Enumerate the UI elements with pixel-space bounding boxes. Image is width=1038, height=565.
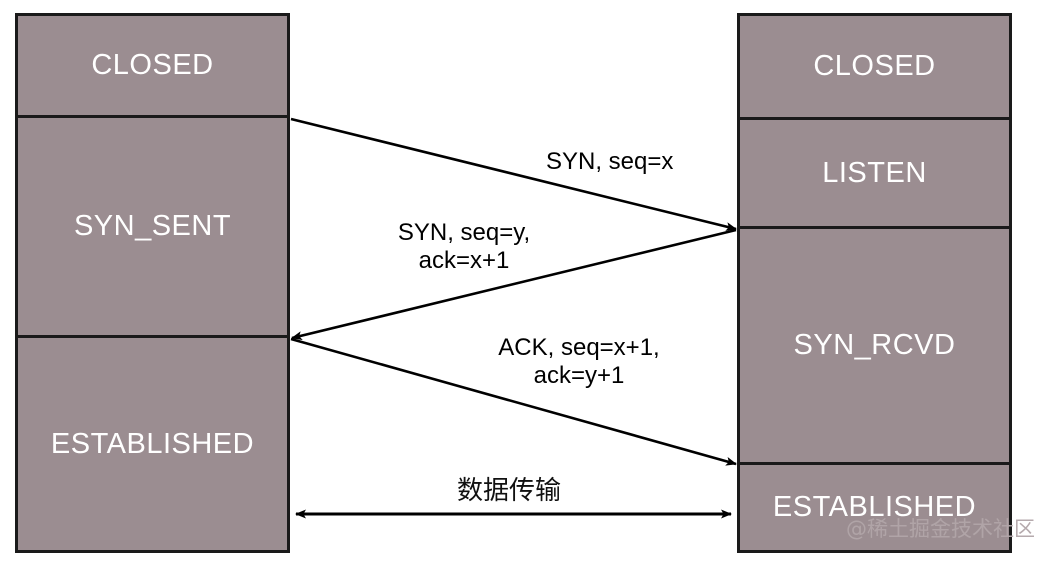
arrow-label-ack: ACK, seq=x+1,ack=y+1 [487,334,671,391]
arrow-label-ack-line1: ACK, seq=x+1, [498,334,660,361]
server-state-syn-rcvd-label: SYN_RCVD [793,329,956,361]
watermark: @稀土掘金技术社区 [846,517,1035,541]
client-state-syn-sent-label: SYN_SENT [73,210,232,242]
client-state-established-label: ESTABLISHED [50,427,255,460]
server-state-closed: CLOSED [737,13,1012,120]
server-state-closed-label: CLOSED [813,50,936,82]
arrow-label-data-transfer: 数据传输 [457,476,562,506]
server-state-established: ESTABLISHED [737,465,1012,553]
client-state-established: ESTABLISHED [15,338,290,553]
arrow-syn-ack [291,228,737,341]
arrow-label-syn-ack: SYN, seq=y,ack=x+1 [366,219,562,276]
arrow-ack [290,337,737,466]
server-state-listen: LISTEN [737,120,1012,229]
arrow-label-syn: SYN, seq=x [546,148,674,175]
arrow-label-syn-ack-line1: SYN, seq=y, [397,219,531,246]
server-state-established-label: ESTABLISHED [772,491,977,523]
server-state-syn-rcvd: SYN_RCVD [737,229,1012,465]
client-state-syn-sent: SYN_SENT [15,118,290,338]
client-state-closed-label: CLOSED [91,49,214,81]
server-state-listen-label: LISTEN [822,156,927,189]
client-state-closed: CLOSED [15,13,290,118]
arrow-label-ack-line2: ack=y+1 [533,362,625,390]
arrow-syn [290,117,737,231]
arrow-label-syn-ack-line2: ack=x+1 [418,247,510,275]
